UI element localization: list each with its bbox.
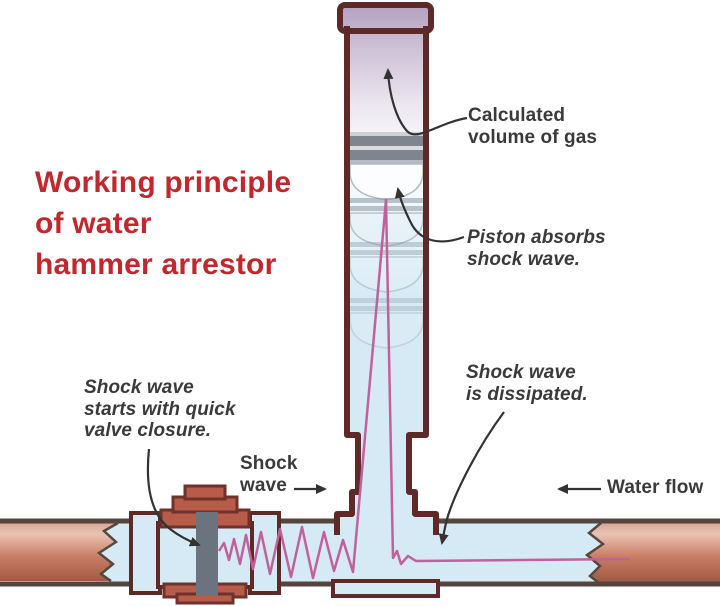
dissipated-arrow <box>438 411 505 545</box>
arrestor-cap <box>337 2 434 34</box>
valve-coupling-left <box>129 511 162 595</box>
diagram-title: Working principle of water hammer arrest… <box>35 166 292 281</box>
label-calculated-volume: Calculated volume of gas <box>468 105 598 148</box>
gas-chamber <box>350 20 423 134</box>
label-shock-wave-starts: Shock wave starts with quick valve closu… <box>84 377 236 442</box>
piston-arrow <box>394 187 465 243</box>
label-shock-wave-inlet: Shock wave <box>240 453 298 496</box>
piston <box>349 132 424 201</box>
shock-wave-line <box>217 198 631 580</box>
gas-volume-arrow <box>383 68 468 136</box>
annotation-arrows <box>146 68 601 547</box>
copper-pipe-left <box>0 521 119 583</box>
label-water-flow: Water flow <box>607 477 704 498</box>
label-shock-wave-dissipated: Shock wave is dissipated. <box>466 362 588 405</box>
copper-pipe-right <box>584 522 720 584</box>
valve-closure-arrow <box>146 448 201 547</box>
ghost-piston-3 <box>349 298 424 349</box>
tee-bottom-collar <box>331 579 440 598</box>
arrestor-tube-walls <box>334 26 439 535</box>
label-piston-absorbs: Piston absorbs shock wave. <box>467 227 606 270</box>
ghost-piston-positions <box>349 198 424 349</box>
valve-gate <box>196 512 218 596</box>
